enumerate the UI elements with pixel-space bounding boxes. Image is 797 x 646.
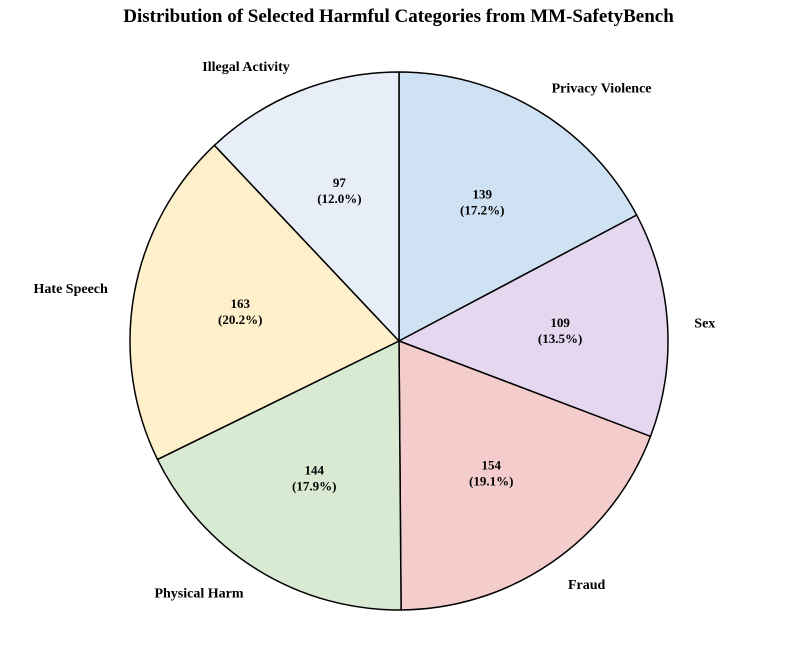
category-label-physical-harm: Physical Harm xyxy=(154,587,243,602)
slice-value-label-privacy-violence: 139 xyxy=(472,187,492,202)
category-label-illegal-activity: Illegal Activity xyxy=(202,60,290,75)
category-label-sex: Sex xyxy=(694,317,715,332)
slice-value-label-illegal-activity: 97 xyxy=(333,175,347,190)
slice-value-label-sex: 109 xyxy=(550,315,570,330)
category-label-privacy-violence: Privacy Violence xyxy=(552,82,652,97)
pie-slice-privacy-violence xyxy=(398,71,638,342)
pie-slice-illegal-activity xyxy=(213,71,400,342)
slice-value-label-hate-speech: 163 xyxy=(230,296,250,311)
slice-percent-label-fraud: (19.1%) xyxy=(469,474,513,489)
chart-title: Distribution of Selected Harmful Categor… xyxy=(123,6,674,27)
category-label-hate-speech: Hate Speech xyxy=(34,282,108,297)
category-label-fraud: Fraud xyxy=(568,578,606,593)
slice-percent-label-privacy-violence: (17.2%) xyxy=(460,203,504,218)
slice-value-label-fraud: 154 xyxy=(481,458,501,473)
pie-slice-sex xyxy=(398,214,669,438)
pie-slice-fraud xyxy=(398,340,652,611)
slice-percent-label-physical-harm: (17.9%) xyxy=(292,478,336,493)
slice-percent-label-hate-speech: (20.2%) xyxy=(218,312,262,327)
pie-slice-physical-harm xyxy=(156,340,402,611)
pie-slice-hate-speech xyxy=(129,144,400,461)
slice-percent-label-sex: (13.5%) xyxy=(538,331,582,346)
slice-value-label-physical-harm: 144 xyxy=(304,462,324,477)
slice-percent-label-illegal-activity: (12.0%) xyxy=(317,191,361,206)
